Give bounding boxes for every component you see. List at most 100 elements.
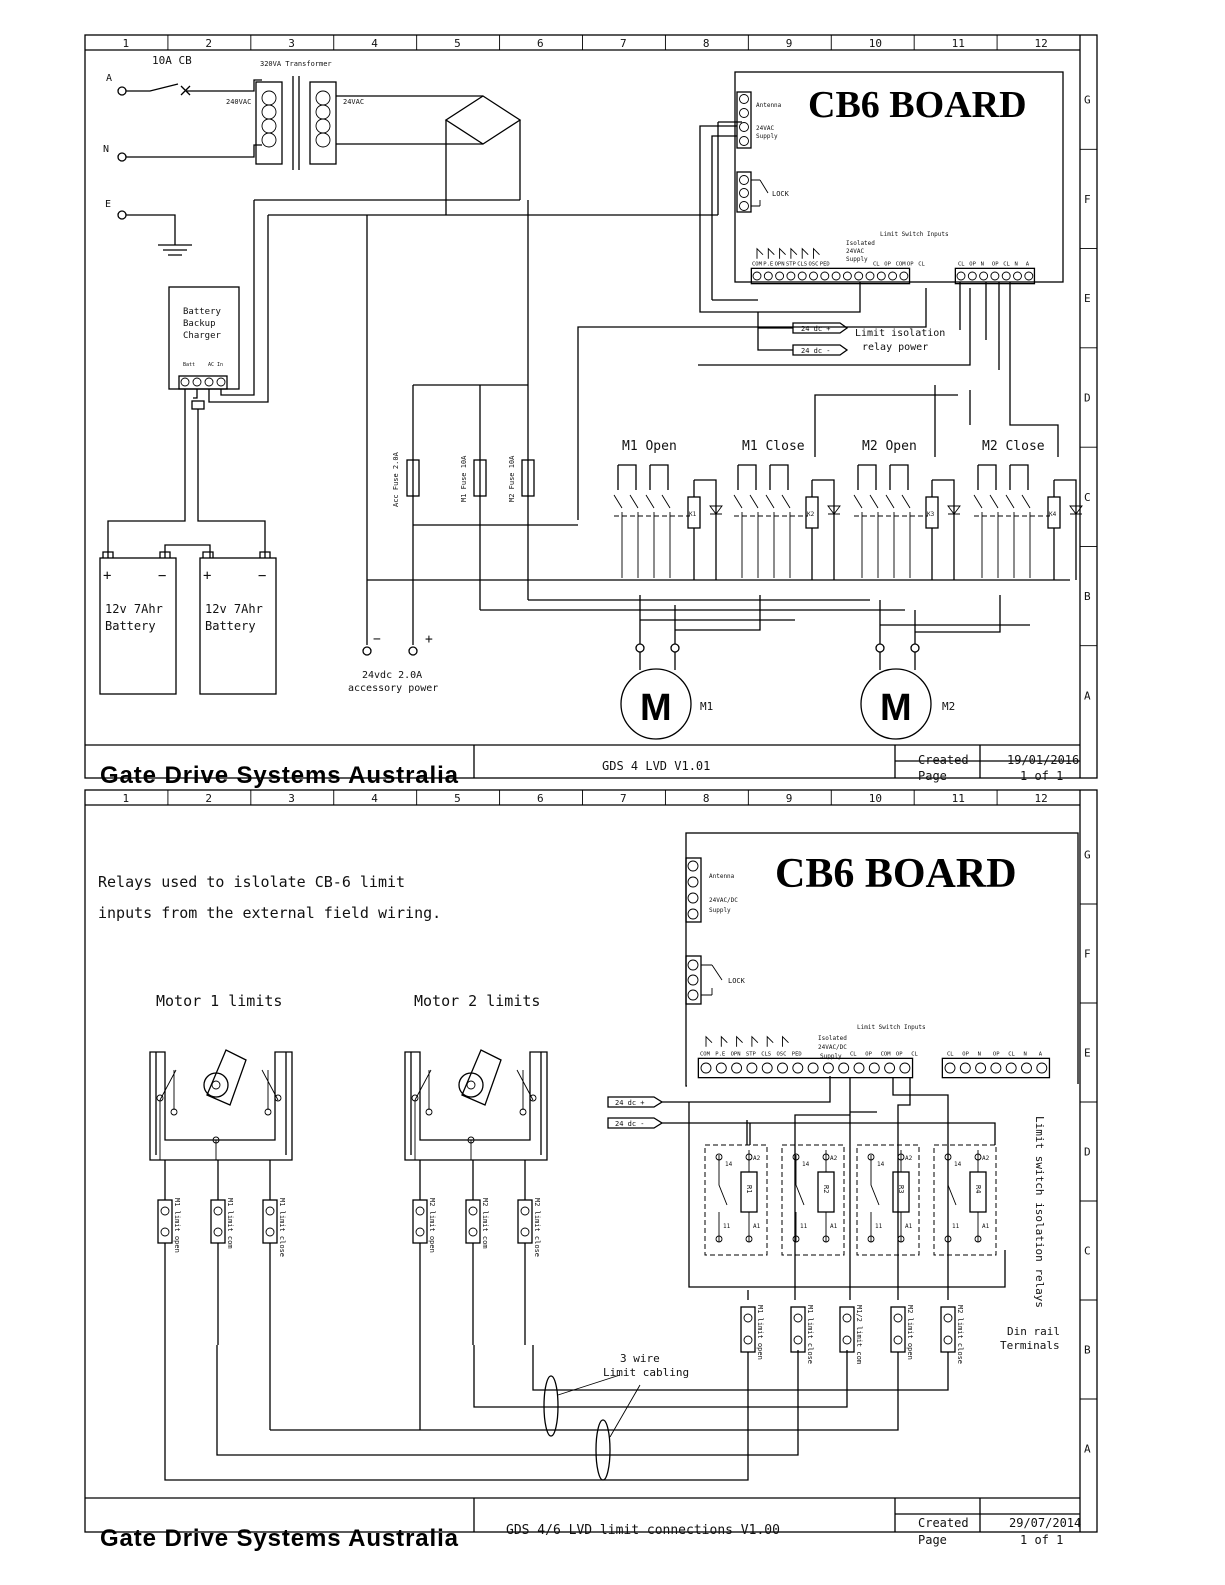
din-label-1: Din rail	[1007, 1325, 1060, 1338]
antenna-label-2: Antenna	[709, 873, 735, 880]
battery-2	[199, 557, 277, 695]
screw-terminal	[899, 271, 909, 281]
screw-terminal	[990, 271, 1000, 281]
screw-terminal	[979, 271, 989, 281]
isolated-2a: Isolated	[818, 1035, 847, 1042]
column-ref: 3	[288, 37, 295, 50]
din-terminal-label: M1/2 limit com	[855, 1305, 863, 1364]
screw-terminal	[884, 1062, 896, 1074]
charger-line-3: Charger	[183, 331, 222, 341]
row-ref: B	[1084, 1344, 1091, 1357]
dc-minus-tag-1: 24 dc -	[801, 347, 831, 355]
page-count-2: 1 of 1	[1020, 1533, 1063, 1547]
screw-terminal	[731, 1062, 743, 1074]
page-label-2: Page	[918, 1533, 947, 1547]
column-ref: 9	[786, 37, 793, 50]
column-ref: 7	[620, 37, 627, 50]
relay-coil	[805, 496, 819, 529]
limit-terminal-label: OP	[865, 1051, 872, 1057]
column-ref: 10	[869, 37, 882, 50]
column-ref: 5	[454, 792, 461, 805]
screw-terminal	[876, 271, 886, 281]
svg-text:+: +	[425, 632, 433, 647]
note-line-1: Relays used to islolate CB-6 limit	[98, 873, 405, 891]
terminal-label: CLS	[797, 261, 807, 267]
terminal-label: OPN	[775, 261, 785, 267]
column-ref: 4	[371, 37, 378, 50]
row-ref: D	[1084, 392, 1091, 405]
motor-m1-glyph: M	[640, 687, 672, 729]
primary-voltage: 240VAC	[226, 98, 251, 106]
relay-coil	[1047, 496, 1061, 529]
screw-terminal	[1001, 271, 1011, 281]
column-ref: 11	[952, 37, 965, 50]
screw-terminal	[775, 271, 785, 281]
battery-1-line-2: Battery	[105, 619, 156, 633]
limit-terminal-label: OP	[907, 261, 914, 267]
screw-terminal	[842, 271, 852, 281]
relay-label: R2	[822, 1185, 830, 1193]
din-terminal: M1 limit open	[740, 1305, 764, 1360]
relay-pin-label: 11	[800, 1223, 808, 1230]
motor-terminal-label: OP	[969, 261, 976, 267]
relay-pin-label: A1	[982, 1223, 990, 1230]
motor-terminal-label: OP	[962, 1051, 969, 1057]
relay-label: K3	[927, 511, 935, 518]
isolated-2c: Supply	[820, 1053, 842, 1060]
column-ref: 2	[205, 792, 212, 805]
accessory-line-2: accessory power	[348, 683, 438, 694]
relay-coil	[925, 496, 939, 529]
relay-label: K4	[1049, 511, 1057, 518]
svg-text:+: +	[103, 568, 111, 584]
screw-terminal	[1013, 271, 1022, 281]
secondary-voltage: 24VAC	[343, 98, 364, 106]
charger-batt: Batt	[183, 362, 195, 368]
charger-line-1: Battery	[183, 307, 222, 317]
relay-pin-label: 11	[952, 1223, 960, 1230]
limit-terminal-label: COM	[881, 1051, 892, 1057]
terminal-label: P.E	[715, 1051, 725, 1057]
relay-pin-label: A1	[753, 1223, 761, 1230]
antenna-label-1: Antenna	[756, 102, 782, 109]
screw-terminal	[888, 271, 898, 281]
charger-acin: AC In	[208, 362, 223, 368]
screw-terminal	[792, 1062, 804, 1074]
terminal-n-label: N	[103, 144, 109, 155]
limit-terminal-label: CL	[911, 1051, 918, 1057]
drawing-name-1: GDS 4 LVD V1.01	[602, 759, 710, 773]
limit-terminal-label: CL	[873, 261, 880, 267]
field-terminal	[465, 1199, 481, 1244]
relay-pin-label: A2	[830, 1155, 838, 1162]
screw-terminal	[822, 1062, 834, 1074]
created-date-1: 19/01/2016	[1007, 753, 1079, 767]
din-terminal-label: M2 limit open	[906, 1305, 914, 1360]
row-ref: D	[1084, 1146, 1091, 1159]
column-ref: 12	[1035, 792, 1048, 805]
column-ref: 11	[952, 792, 965, 805]
screw-terminal	[838, 1062, 850, 1074]
fuse-m1: M1 Fuse 10A	[460, 455, 468, 502]
supply-label-1b: Supply	[756, 133, 778, 140]
dc-plus-tag-1: 24 dc +	[801, 325, 831, 333]
screw-terminal	[797, 271, 807, 281]
row-ref: A	[1084, 1443, 1091, 1456]
screw-terminal	[761, 1062, 773, 1074]
column-ref: 6	[537, 37, 544, 50]
screw-terminal	[700, 1062, 712, 1074]
motor-terminal-label: CL	[958, 261, 965, 267]
row-ref: F	[1084, 193, 1091, 206]
field-terminal-label: M1 limit open	[173, 1198, 181, 1253]
motor2-limits-label: Motor 2 limits	[414, 992, 540, 1010]
dc-plus-tag-2: 24 dc +	[615, 1099, 645, 1107]
terminal-label: OPN	[731, 1051, 741, 1057]
relay-pin-label: 11	[875, 1223, 883, 1230]
relay-group-label: M2 Close	[982, 439, 1045, 454]
bridge-rectifier	[444, 95, 522, 145]
terminal-label: OSC	[777, 1051, 787, 1057]
svg-text:+: +	[203, 568, 211, 584]
